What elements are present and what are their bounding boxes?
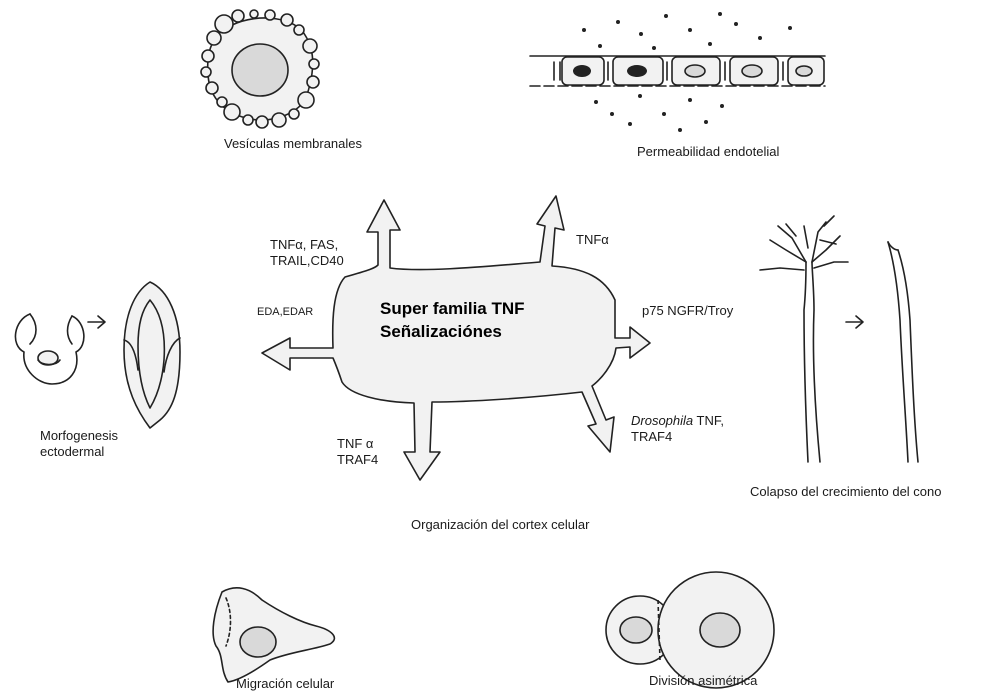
label-vesicles: Vesículas membranales [224, 136, 362, 152]
endothelium-illustration [530, 12, 825, 132]
label-lower-right-line1-rest: TNF, [693, 413, 724, 428]
migration-illustration [213, 588, 334, 682]
label-division: División asimétrica [649, 673, 757, 689]
label-morphogenesis: Morfogenesis ectodermal [40, 428, 118, 460]
label-left-arrow: EDA,EDAR [257, 304, 313, 320]
label-cortex: Organización del cortex celular [411, 517, 589, 533]
center-title-line1: Super familia TNF [380, 297, 525, 320]
label-drosophila: Drosophila [631, 413, 693, 428]
label-upper-left-line2: TRAIL,CD40 [270, 253, 344, 269]
label-right-arrow: p75 NGFR/Troy [642, 303, 733, 319]
label-growth-cone: Colapso del crecimiento del cono [750, 484, 942, 500]
label-upper-left-arrow: TNFα, FAS, TRAIL,CD40 [270, 237, 344, 269]
label-lower-right-line2: TRAF4 [631, 429, 724, 445]
label-migration: Migración celular [236, 676, 334, 692]
label-upper-right-arrow: TNFα [576, 232, 609, 248]
label-morphogenesis-line2: ectodermal [40, 444, 118, 460]
label-lower-left-arrow: TNF α TRAF4 [337, 436, 378, 468]
vesicles-illustration [201, 10, 319, 128]
growth-cone-illustration [760, 216, 918, 462]
division-illustration [606, 572, 774, 688]
label-lower-right-arrow: Drosophila TNF, TRAF4 [631, 413, 724, 445]
label-lower-left-line2: TRAF4 [337, 452, 378, 468]
morphogenesis-illustration [15, 282, 180, 428]
label-lower-left-line1: TNF α [337, 436, 378, 452]
center-title-line2: Señalizaciónes [380, 320, 502, 343]
label-lower-right-line1: Drosophila TNF, [631, 413, 724, 429]
label-morphogenesis-line1: Morfogenesis [40, 428, 118, 444]
label-permeability: Permeabilidad endotelial [637, 144, 779, 160]
label-upper-left-line1: TNFα, FAS, [270, 237, 344, 253]
